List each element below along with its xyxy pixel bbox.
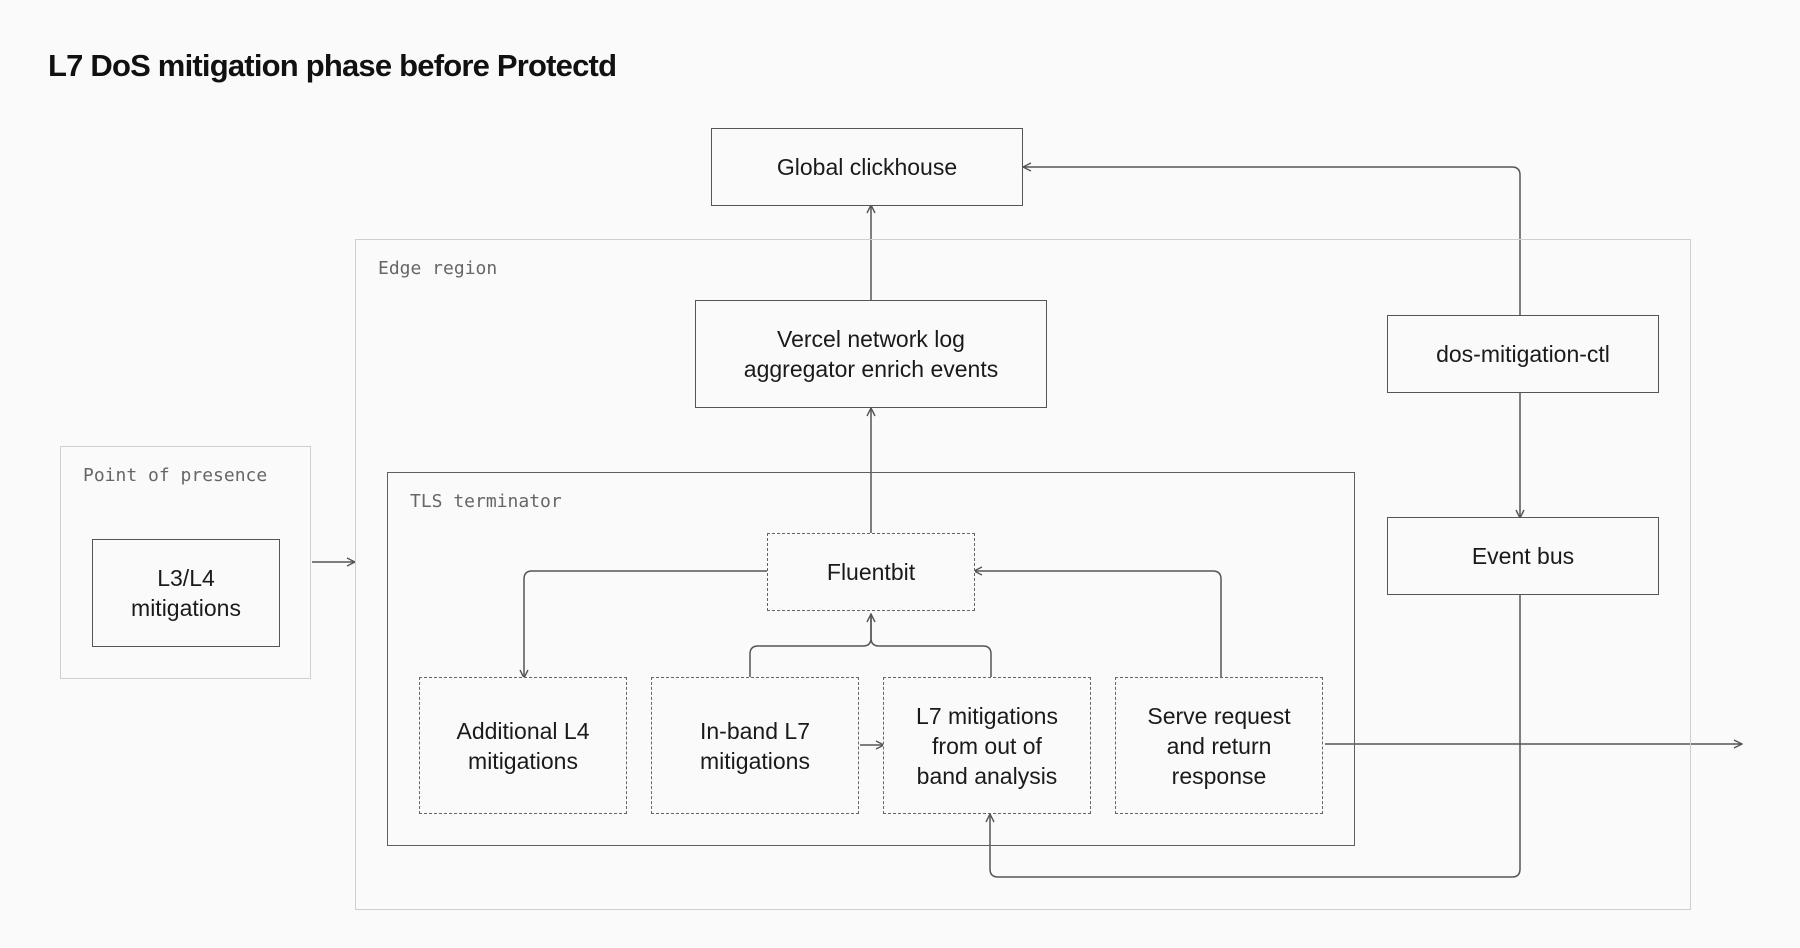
l3-l4-mitigations-node[interactable]: L3/L4 mitigations xyxy=(92,539,280,647)
event-bus-label: Event bus xyxy=(1471,543,1575,569)
event-bus-node[interactable]: Event bus xyxy=(1387,517,1659,595)
additional-l4-mitigations-label: Additional L4 mitigations xyxy=(456,717,590,774)
arrow-serve-to-fluentbit xyxy=(974,571,1222,677)
arrow-fluentbit-to-additional-l4 xyxy=(524,570,767,678)
global-clickhouse-label: Global clickhouse xyxy=(776,154,958,180)
serve-request-node[interactable]: Serve request and return response xyxy=(1115,677,1323,814)
l7-out-of-band-mitigations-label: L7 mitigations from out of band analysis xyxy=(916,702,1058,789)
arrow-eventbus-to-l7-oob xyxy=(990,595,1521,878)
global-clickhouse-node[interactable]: Global clickhouse xyxy=(711,128,1023,206)
serve-request-label: Serve request and return response xyxy=(1147,702,1291,789)
tls-terminator-label: TLS terminator xyxy=(410,491,562,512)
log-aggregator-label: Vercel network log aggregator enrich eve… xyxy=(743,326,999,382)
arrow-inband-to-fluentbit xyxy=(749,614,871,677)
fluentbit-node[interactable]: Fluentbit xyxy=(767,533,975,611)
arrow-ctl-to-clickhouse xyxy=(1023,167,1521,315)
page-title: L7 DoS mitigation phase before Protectd xyxy=(48,48,617,83)
dos-mitigation-ctl-node[interactable]: dos-mitigation-ctl xyxy=(1387,315,1659,393)
edge-region-label: Edge region xyxy=(378,258,498,279)
dos-mitigation-ctl-label: dos-mitigation-ctl xyxy=(1436,341,1610,367)
point-of-presence-label: Point of presence xyxy=(83,465,268,486)
inband-l7-mitigations-node[interactable]: In-band L7 mitigations xyxy=(651,677,859,814)
edge-region: Edge region xyxy=(355,239,1691,910)
tls-terminator-region: TLS terminator xyxy=(387,472,1355,846)
additional-l4-mitigations-node[interactable]: Additional L4 mitigations xyxy=(419,677,627,814)
inband-l7-mitigations-label: In-band L7 mitigations xyxy=(700,717,810,774)
l7-out-of-band-mitigations-node[interactable]: L7 mitigations from out of band analysis xyxy=(883,677,1091,814)
point-of-presence-region: Point of presence xyxy=(60,446,311,679)
fluentbit-label: Fluentbit xyxy=(826,559,916,585)
l3-l4-mitigations-label: L3/L4 mitigations xyxy=(131,565,241,621)
arrow-oob-to-fluentbit xyxy=(870,614,992,677)
log-aggregator-node[interactable]: Vercel network log aggregator enrich eve… xyxy=(695,300,1047,408)
